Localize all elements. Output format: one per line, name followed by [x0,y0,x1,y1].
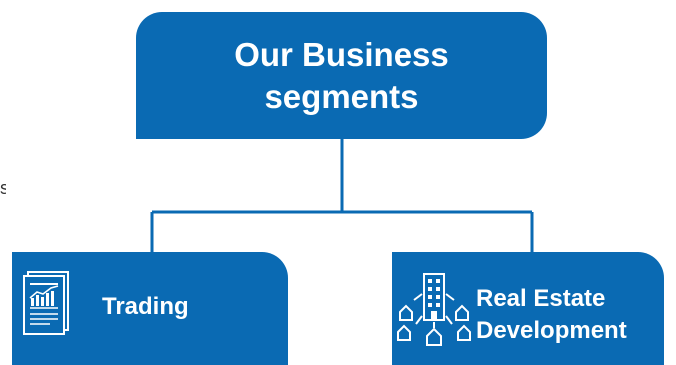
segment-label-trading: Trading [102,293,189,320]
segment-label-real-estate-line-2: Development [476,317,627,344]
report-chart-icon [23,271,69,335]
segment-label-real-estate-line-1: Real Estate [476,285,606,312]
root-node-title: Our Business segments [234,34,449,118]
buildings-houses-icon [397,273,471,346]
segment-label-real-estate-development: Real Estate Development [476,283,627,347]
segment-node-real-estate-development [392,252,664,365]
root-title-line-1: Our Business [234,35,449,73]
root-title-line-2: segments [264,77,419,115]
root-node-business-segments: Our Business segments [136,12,547,139]
edge-text-fragment: s [0,178,6,198]
